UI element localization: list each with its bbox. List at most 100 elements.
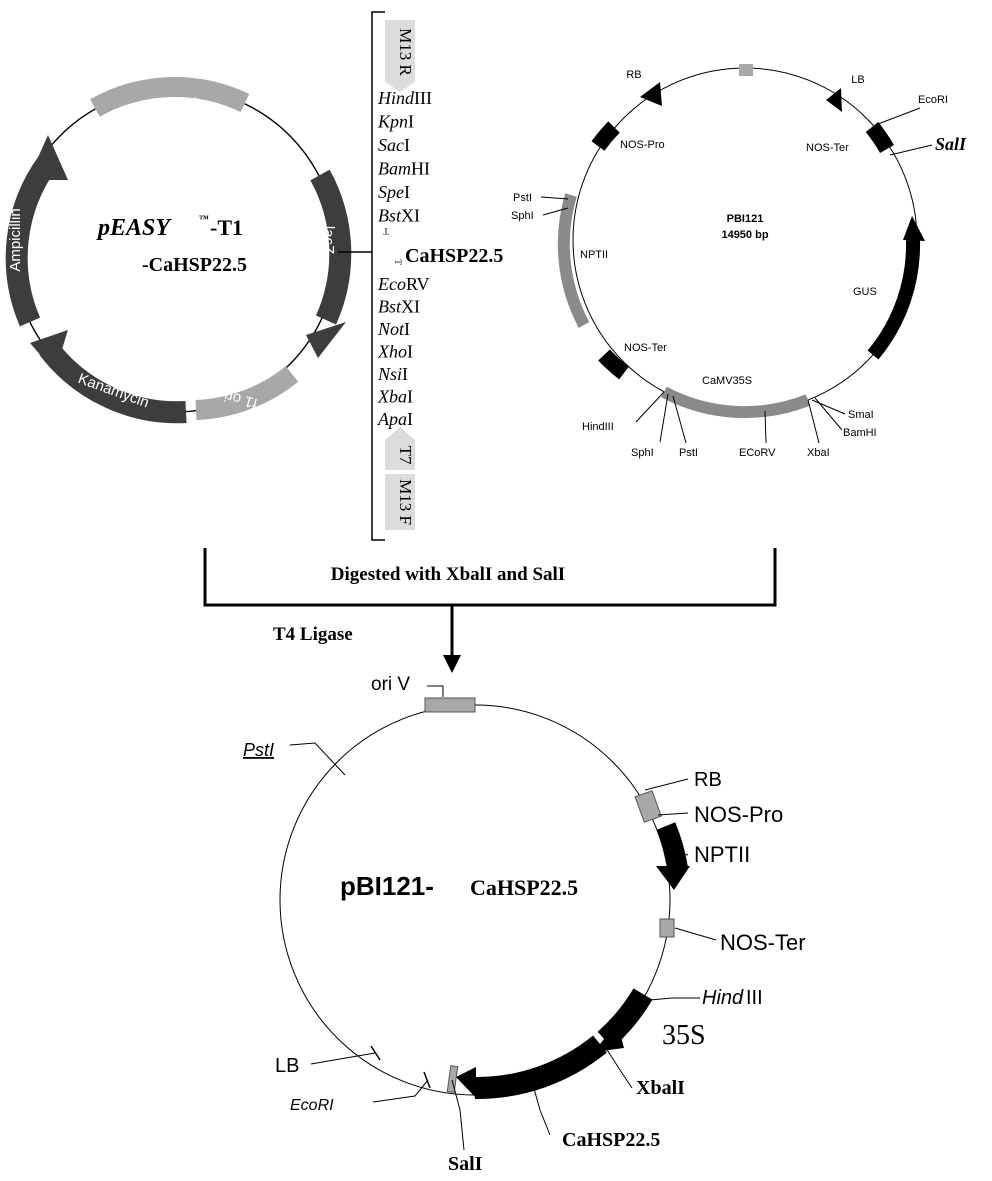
result-lb-label: LB: [275, 1055, 299, 1077]
mcs-bottom-site-6-italic: Apa: [377, 409, 407, 429]
mcs-t7-tip: [385, 427, 415, 440]
pbi121-sphi-label: SphI: [511, 210, 534, 222]
pbi121-sali-line: [889, 144, 933, 156]
peasy-lacz-label: lacZ: [320, 226, 337, 254]
peasy-name-suffix: -T1: [210, 215, 243, 240]
pbi121-rb-arrowhead: [640, 82, 662, 106]
result-name-insert: CaHSP22.5: [470, 875, 578, 900]
mcs-top-site-0-roman: III: [414, 88, 432, 108]
pbi121-psti2-line: [672, 395, 687, 444]
peasy-insert-label: -CaHSP22.5: [142, 254, 247, 276]
mcs-bottom-site-1-roman: XI: [401, 297, 420, 317]
result-nos-ter-line: [674, 927, 717, 941]
pbi121-size: 14950 bp: [721, 229, 768, 241]
result-ecori-line: [372, 1079, 429, 1103]
mcs-bottom-site-3: XhoI: [377, 342, 413, 362]
peasy-puc-ori-label: pUC ori: [143, 96, 197, 113]
pbi121-ecori-line: [877, 107, 921, 125]
pbi121-camv35s-label: CaMV35S: [702, 375, 752, 387]
peasy-ampicillin-arrowhead: [28, 135, 68, 180]
mcs-bottom-site-4-italic: Nsi: [377, 364, 402, 384]
pbi121-nos-pro-label: NOS-Pro: [620, 139, 665, 151]
mcs-bottom-site-4-roman: I: [402, 364, 408, 384]
result-rb-label: RB: [694, 769, 722, 791]
mcs-top-site-3-italic: Bam: [378, 159, 411, 179]
mcs-bottom-site-6: ApaI: [377, 409, 413, 429]
ligase-arrowhead: [443, 655, 461, 673]
result-nptii-line: [669, 849, 689, 856]
result-ori-v-box: [424, 697, 476, 713]
result-ori-v-line: [427, 685, 444, 697]
pbi121-camv35s-arc: [661, 386, 811, 419]
pbi121-nptii-label: NPTII: [580, 249, 608, 261]
mcs-bottom-site-2-roman: I: [404, 319, 410, 339]
plasmid-peasy: pUC ori lacZ f1 ori Kanamycin Ampicillin…: [5, 76, 352, 424]
result-psti-label: PstI: [243, 740, 274, 760]
mcs-top-site-4-italic: Spe: [378, 182, 404, 202]
result-nptii-arrowhead: [656, 866, 690, 890]
peasy-ampicillin-label: Ampicillin: [7, 208, 24, 271]
mcs-m13r-box: [385, 20, 415, 82]
peasy-name-tm: ™: [199, 214, 209, 225]
mcs-top-site-3: BamHI: [378, 159, 430, 179]
pbi121-hindiii-label: HindIII: [582, 421, 614, 433]
mcs-top-site-5-roman: XI: [401, 206, 420, 226]
result-ecori-tick: [423, 1071, 431, 1089]
pbi121-top-box: [739, 64, 753, 76]
peasy-kanamycin-arrowhead: [30, 330, 68, 372]
peasy-lacz-arc: [310, 169, 352, 325]
result-nos-pro-line: [657, 812, 689, 816]
mcs-m13r-label: M13 R: [396, 28, 415, 76]
pbi121-psti2-label: PstI: [679, 447, 698, 459]
pbi121-ecorv-line: [764, 410, 767, 444]
pbi121-rb-label: RB: [626, 69, 641, 81]
result-35s-arrowhead: [594, 1022, 624, 1052]
result-nos-pro-label: NOS-Pro: [694, 802, 783, 827]
mcs-top-site-0: HindIII: [377, 88, 432, 108]
mcs-m13f-box: [385, 474, 415, 530]
result-rb-line: [644, 778, 689, 791]
plasmid-pbi121-cahsp: ori V PstI RB NOS-Pro NPTII NOS-Ter Hind…: [243, 674, 806, 1175]
result-nos-ter-box: [659, 918, 675, 938]
pbi121-xbai-line: [807, 399, 820, 444]
pbi121-nos-ter-bottom-label: NOS-Ter: [624, 342, 667, 354]
mcs-bottom-site-5: XbaI: [377, 387, 413, 407]
pbi121-ecori-label: EcoRI: [918, 94, 948, 106]
mcs-bracket: [371, 11, 385, 541]
pbi121-sphi-line: [542, 207, 569, 216]
mcs-t-small-1: T: [383, 226, 389, 236]
pbi121-smai-line: [811, 399, 846, 415]
result-nptii-label: NPTII: [694, 842, 750, 867]
pbi121-nos-ter-top-label: NOS-Ter: [806, 142, 849, 154]
result-insert-arrowhead: [456, 1067, 476, 1098]
mcs-top-site-2-italic: Sac: [378, 135, 404, 155]
mcs-bottom-site-1: BstXI: [378, 297, 420, 317]
mcs-top-site-2-roman: I: [404, 135, 410, 155]
pbi121-psti-line: [540, 196, 569, 200]
pbi121-nptii-arc: [557, 193, 590, 328]
mcs-top-site-1-roman: I: [408, 112, 414, 132]
result-rb-box: [634, 790, 662, 823]
result-ecori-label: EcoRI: [290, 1097, 334, 1114]
mcs-top-site-3-roman: HI: [411, 159, 430, 179]
pbi121-sphi2-label: SphI: [631, 447, 654, 459]
result-sali-box: [446, 1065, 459, 1093]
pbi121-sphi2-line: [659, 393, 669, 443]
mcs-bottom-site-3-roman: I: [407, 342, 413, 362]
peasy-kanamycin-arc: [39, 341, 187, 424]
mcs-bottom-site-5-roman: I: [407, 387, 413, 407]
pbi121-psti-label: PstI: [513, 192, 532, 204]
result-nos-ter-label: NOS-Ter: [720, 930, 806, 955]
result-sali-label: SalI: [448, 1153, 483, 1175]
pbi121-ecorv-label: ECoRV: [739, 447, 776, 459]
pbi121-nos-pro-box: [591, 121, 620, 151]
result-sali-line: [451, 1079, 465, 1151]
pbi121-hindiii-line: [635, 391, 665, 423]
mcs-top-site-0-italic: Hind: [377, 88, 415, 108]
mcs-top-site-1-italic: Kpn: [377, 112, 408, 132]
mcs-t7-label: T7: [396, 446, 415, 465]
